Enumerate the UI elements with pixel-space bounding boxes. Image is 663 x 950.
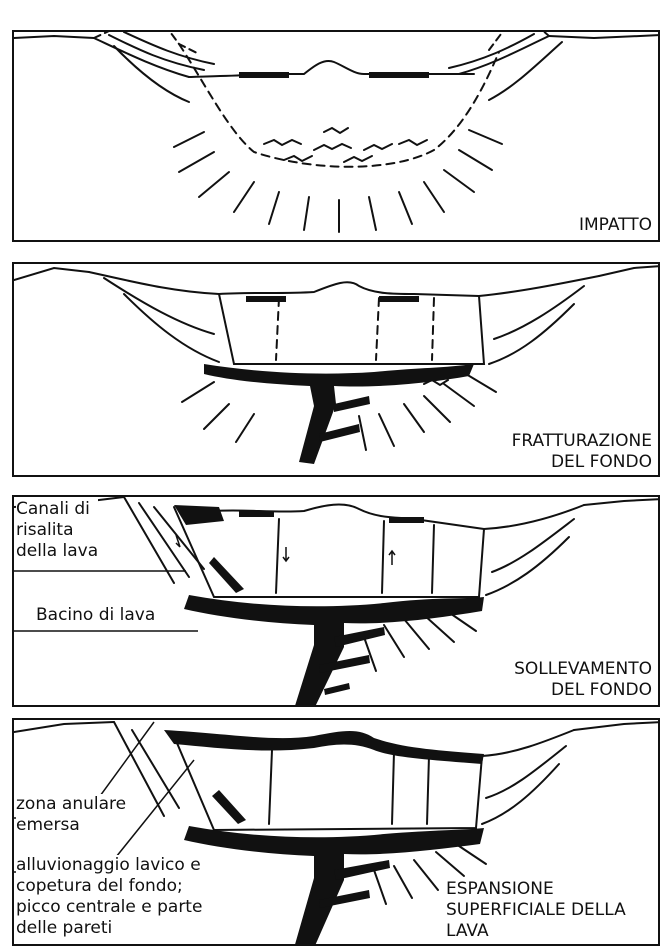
annotation-alluvionaggio: alluvionaggio lavico e copetura del fond… <box>16 855 202 939</box>
stage-label-fratturazione: FRATTURAZIONE DEL FONDO <box>512 431 652 473</box>
annotation-line: copetura del fondo; <box>16 876 202 897</box>
stage-label-sollevamento: SOLLEVAMENTO DEL FONDO <box>514 659 652 701</box>
stage-label-line: SOLLEVAMENTO <box>514 659 652 680</box>
panel-impatto: IMPATTO <box>12 30 660 242</box>
annotation-line: Bacino di lava <box>36 605 155 626</box>
stage-label-line: LAVA <box>446 921 626 942</box>
annotation-line: della lava <box>16 541 98 562</box>
panel-sollevamento: Canali di risalita della lava Bacino di … <box>12 495 660 707</box>
stage-label-line: SUPERFICIALE DELLA <box>446 900 626 921</box>
stage-label-line: IMPATTO <box>579 215 652 236</box>
annotation-line: picco centrale e parte <box>16 897 202 918</box>
panel-espansione: zona anulare emersa alluvionaggio lavico… <box>12 718 660 946</box>
stage-label-line: FRATTURAZIONE <box>512 431 652 452</box>
stage-label-impatto: IMPATTO <box>579 215 652 236</box>
impact-crater-drawing <box>14 32 660 242</box>
stage-label-line: DEL FONDO <box>514 680 652 701</box>
annotation-line: zona anulare <box>16 794 126 815</box>
stage-label-line: ESPANSIONE <box>446 879 626 900</box>
annotation-canali: Canali di risalita della lava <box>16 499 98 562</box>
annotation-line: emersa <box>16 815 126 836</box>
stage-label-line: DEL FONDO <box>512 452 652 473</box>
annotation-line: alluvionaggio lavico e <box>16 855 202 876</box>
panel-fratturazione: FRATTURAZIONE DEL FONDO <box>12 262 660 477</box>
annotation-line: risalita <box>16 520 98 541</box>
annotation-line: delle pareti <box>16 918 202 939</box>
annotation-line: Canali di <box>16 499 98 520</box>
annotation-bacino: Bacino di lava <box>36 605 155 626</box>
annotation-zona: zona anulare emersa <box>16 794 126 836</box>
stage-label-espansione: ESPANSIONE SUPERFICIALE DELLA LAVA <box>446 879 626 942</box>
